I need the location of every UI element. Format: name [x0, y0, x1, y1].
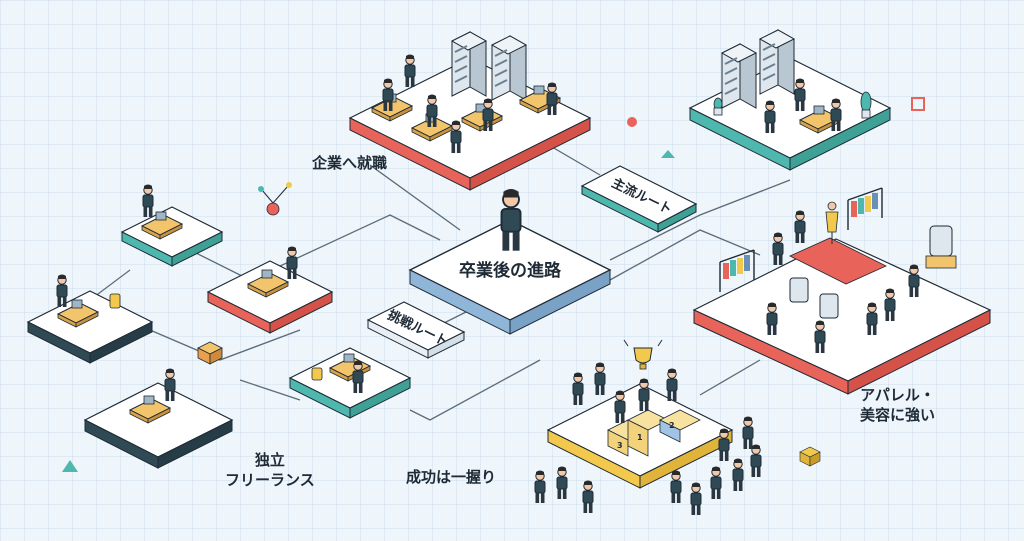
- challenge-route-tag: 挑戦ルート: [368, 302, 464, 358]
- connector-freelance-mid: [150, 330, 300, 360]
- triangle-icon: [661, 150, 675, 158]
- office-building-icon-2: [492, 36, 526, 100]
- success-platform: 3 1 2: [535, 340, 761, 515]
- mainstream-route-tag: 主流ルート: [582, 166, 696, 232]
- boxes-icon: [198, 342, 222, 364]
- podium-first-label: 1: [637, 433, 643, 442]
- crowd-person-icon-8: [751, 445, 761, 478]
- center-node: 卒業後の進路: [410, 189, 610, 334]
- apparel-label: アパレル・ 美容に強い: [860, 385, 935, 426]
- spectator-icon-2: [595, 363, 605, 396]
- freelance-platform-3: [28, 275, 152, 364]
- triangle-icon-2: [62, 460, 78, 472]
- apparel-label-line1: アパレル・: [860, 385, 935, 405]
- plant-icon: [861, 92, 871, 118]
- freelance-label: 独立 フリーランス: [225, 450, 315, 491]
- office-worker-icon-2: [405, 55, 415, 88]
- crowd-person-icon-3: [583, 481, 593, 514]
- freelancer-icon: [143, 185, 153, 218]
- dot-icon: [627, 117, 637, 127]
- trophy-icon: [624, 340, 662, 369]
- mannequin-icon: [826, 202, 838, 244]
- challenge-platform: [290, 348, 410, 418]
- apparel-platform: [694, 188, 990, 394]
- crowd-person-icon-4: [671, 471, 681, 504]
- crowd-person-icon: [535, 471, 545, 504]
- runner-up-icon-2: [667, 369, 677, 402]
- freelance-platform-1: [122, 185, 222, 267]
- spectator-icon: [573, 373, 583, 406]
- podium-third-label: 3: [617, 441, 623, 450]
- crowd-person-icon-9: [719, 429, 729, 462]
- center-title: 卒業後の進路: [459, 260, 562, 281]
- crowd-person-icon-7: [733, 459, 743, 492]
- freelance-platform-2: [208, 247, 332, 334]
- clothes-rack-icon-2: [848, 188, 882, 230]
- connector-freelance-top: [170, 215, 440, 280]
- connector-apparel-bottom: [700, 360, 760, 395]
- corporate-platform: [690, 30, 890, 170]
- crowd-person-icon-5: [691, 483, 701, 516]
- podium-second-label: 2: [669, 421, 675, 430]
- freelance-label-line1: 独立: [225, 450, 315, 470]
- cup-icon: [312, 368, 322, 380]
- success-label: 成功は一握り: [406, 467, 496, 487]
- sprout-icon: [258, 182, 292, 215]
- freelancer-icon: [57, 275, 67, 308]
- crowd-person-icon-10: [743, 417, 753, 450]
- apparel-label-line2: 美容に強い: [860, 405, 935, 425]
- freelance-label-line2: フリーランス: [225, 470, 315, 490]
- employment-label: 企業へ就職: [312, 153, 387, 173]
- plant-icon-2: [714, 98, 722, 115]
- connector-success: [410, 360, 540, 420]
- office-building-icon: [452, 32, 486, 96]
- mirror-icon: [926, 226, 956, 268]
- cup-icon: [110, 294, 120, 308]
- crowd-person-icon-2: [557, 467, 567, 500]
- crowd-person-icon-6: [711, 467, 721, 500]
- square-outline-icon: [912, 98, 924, 110]
- corporate-building-icon-2: [760, 30, 794, 94]
- stylist-icon-2: [795, 211, 805, 244]
- freelance-platform-4: [85, 342, 232, 468]
- stylist-icon: [773, 233, 783, 266]
- corporate-building-icon: [722, 44, 756, 108]
